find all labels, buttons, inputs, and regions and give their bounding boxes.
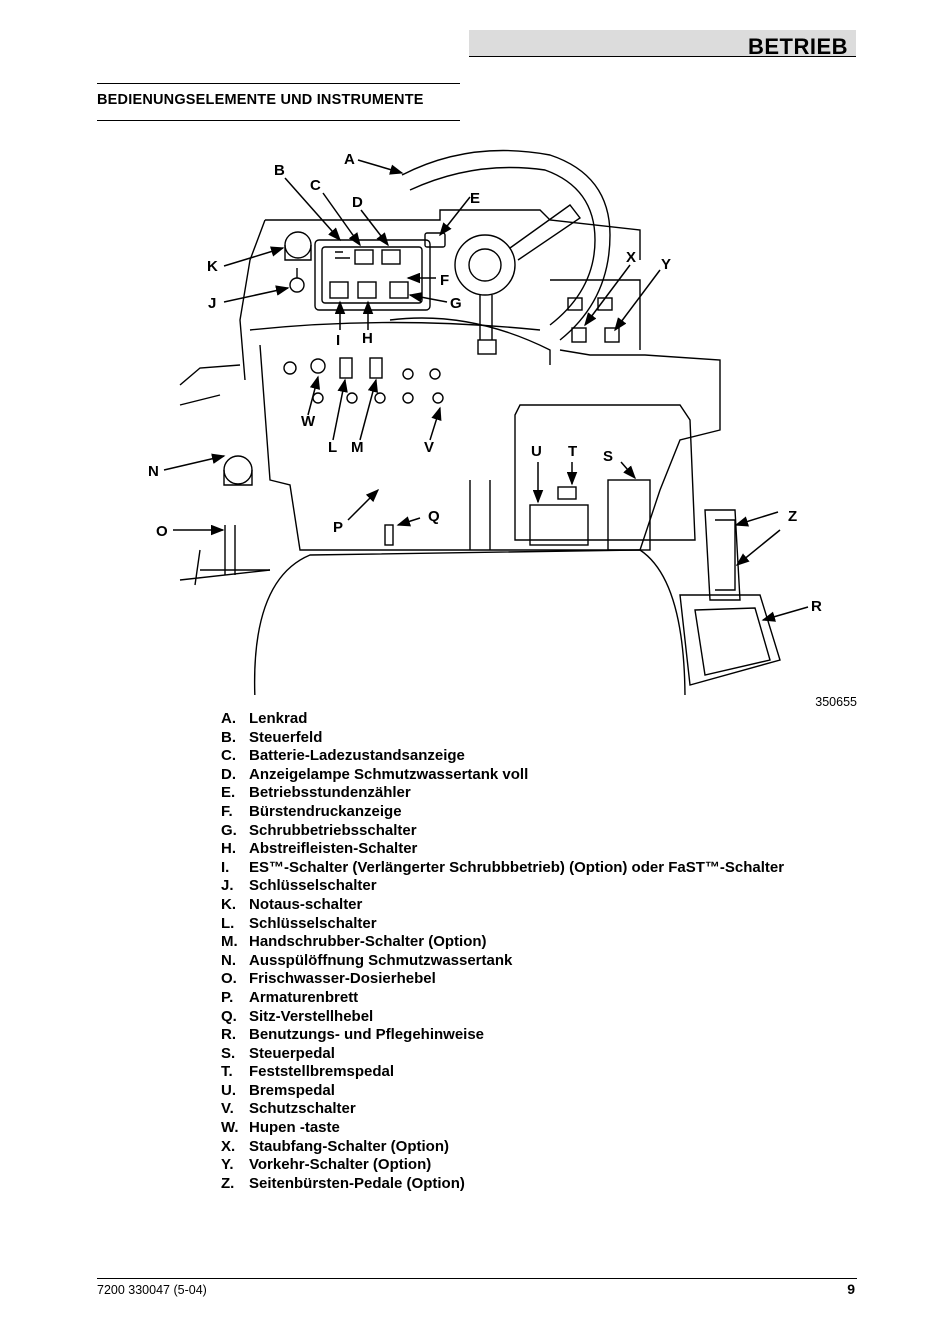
callout-E: E: [470, 190, 480, 207]
callout-U: U: [531, 443, 542, 460]
callout-K: K: [207, 258, 218, 275]
legend-item: Q.Sitz-Verstellhebel: [221, 1007, 374, 1025]
callout-F: F: [440, 272, 449, 289]
legend-item: O.Frischwasser-Dosierhebel: [221, 970, 436, 988]
callout-M: M: [351, 439, 364, 456]
callout-Y: Y: [661, 256, 671, 273]
callout-S: S: [603, 448, 613, 465]
section-title: BEDIENUNGSELEMENTE UND INSTRUMENTE: [97, 92, 424, 108]
legend-item: N.Ausspülöffnung Schmutzwassertank: [221, 951, 513, 969]
callout-G: G: [450, 295, 462, 312]
machine-linework: [179, 149, 781, 695]
legend-item: F.Bürstendruckanzeige: [221, 802, 402, 820]
callout-D: D: [352, 194, 363, 211]
legend-item: K.Notaus-schalter: [221, 895, 363, 913]
figure-number: 350655: [815, 695, 857, 709]
footer-page-number: 9: [847, 1281, 855, 1297]
callout-B: B: [274, 162, 285, 179]
callout-T: T: [568, 443, 577, 460]
header-title: BETRIEB: [747, 34, 848, 59]
header-bar: BETRIEB: [469, 30, 856, 59]
legend-item: X.Staubfang-Schalter (Option): [221, 1137, 449, 1155]
callout-arrows: [163, 159, 809, 622]
legend-list: A.Lenkrad B.Steuerfeld C.Batterie-Ladezu…: [221, 710, 784, 1193]
legend-item: C.Batterie-Ladezustandsanzeige: [221, 747, 465, 765]
legend-item: E.Betriebsstundenzähler: [221, 784, 411, 802]
legend-item: U.Bremspedal: [221, 1081, 335, 1099]
callout-labels: A B C D E F G H I J K L M N O P Q R S T …: [148, 151, 822, 615]
callout-N: N: [148, 463, 159, 480]
legend-item: D.Anzeigelampe Schmutzwassertank voll: [221, 765, 529, 783]
callout-C: C: [310, 177, 321, 194]
legend-item: P.Armaturenbrett: [221, 988, 359, 1006]
callout-Z: Z: [788, 508, 797, 525]
legend-item: H.Abstreifleisten-Schalter: [221, 840, 418, 858]
legend-item: Y.Vorkehr-Schalter (Option): [221, 1156, 432, 1174]
callout-X: X: [626, 249, 636, 266]
footer-rule: [97, 1278, 857, 1279]
legend-item: J.Schlüsselschalter: [221, 877, 377, 895]
legend-item: V.Schutzschalter: [221, 1100, 356, 1118]
legend-item: W.Hupen -taste: [221, 1119, 340, 1137]
section-rule-bottom: [97, 120, 460, 121]
footer-doc-number: 7200 330047 (5-04): [97, 1283, 207, 1297]
callout-J: J: [208, 295, 216, 312]
legend-item: R.Benutzungs- und Pflegehinweise: [221, 1026, 485, 1044]
control-panel-illustration: A B C D E F G H I J K L M N O P Q R S T …: [148, 149, 822, 695]
callout-V: V: [424, 439, 434, 456]
callout-A: A: [344, 151, 355, 168]
legend-item: S.Steuerpedal: [221, 1044, 335, 1062]
legend-item: T.Feststellbremspedal: [221, 1063, 395, 1081]
section-rule-top: [97, 83, 460, 84]
callout-W: W: [301, 413, 316, 430]
callout-L: L: [328, 439, 337, 456]
callout-P: P: [333, 519, 343, 536]
callout-I: I: [336, 332, 340, 349]
callout-R: R: [811, 598, 822, 615]
callout-H: H: [362, 330, 373, 347]
legend-item: M.Handschrubber-Schalter (Option): [221, 933, 487, 951]
legend-item: A.Lenkrad: [221, 710, 308, 727]
legend-item: I.ES™-Schalter (Verlängerter Schrubbbetr…: [221, 858, 785, 876]
callout-Q: Q: [428, 508, 440, 525]
legend-item: L.Schlüsselschalter: [221, 914, 377, 932]
callout-O: O: [156, 523, 168, 540]
legend-item: G.Schrubbetriebsschalter: [221, 821, 417, 839]
legend-item: B.Steuerfeld: [221, 728, 323, 746]
legend-item: Z.Seitenbürsten-Pedale (Option): [221, 1174, 465, 1192]
